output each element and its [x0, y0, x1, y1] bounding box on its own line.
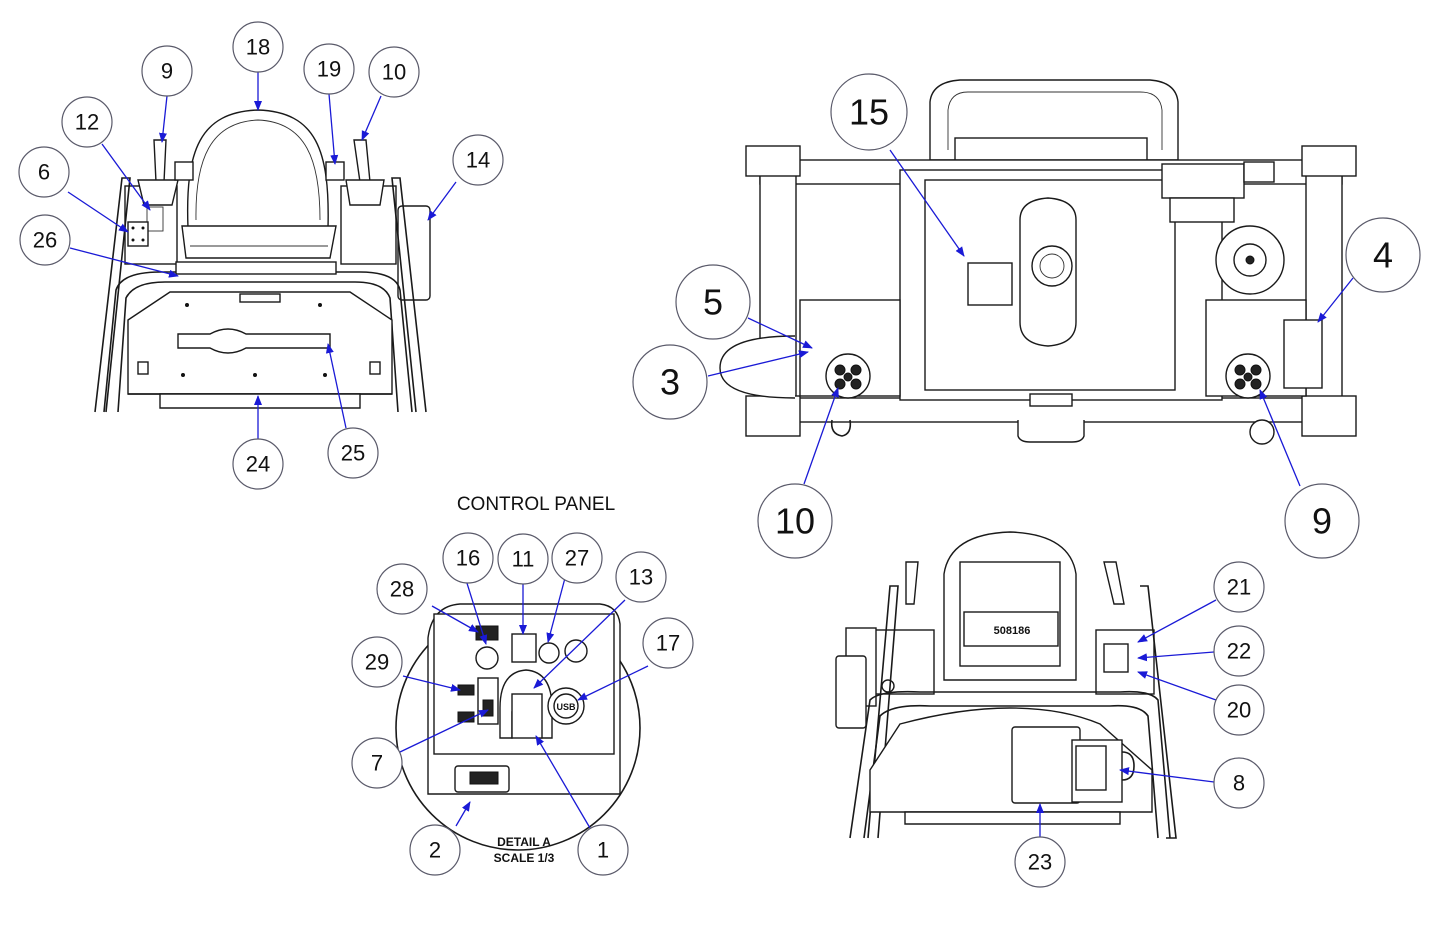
- svg-text:5: 5: [703, 282, 723, 323]
- callout-2: 2: [409, 824, 461, 876]
- callout-14: 14: [452, 134, 504, 186]
- callout-20: 20: [1213, 684, 1265, 736]
- leader-lines: [67, 72, 1354, 840]
- rear-view-drawing: 508186: [835, 531, 1177, 839]
- callout-24: 24: [232, 438, 284, 490]
- svg-text:1: 1: [597, 838, 609, 863]
- svg-text:13: 13: [629, 565, 653, 590]
- callout-28: 28: [376, 563, 428, 615]
- svg-text:20: 20: [1227, 698, 1251, 723]
- svg-text:12: 12: [75, 110, 99, 135]
- callout-7: 7: [351, 737, 403, 789]
- svg-text:23: 23: [1028, 850, 1052, 875]
- svg-text:14: 14: [466, 148, 490, 173]
- control-panel-title: CONTROL PANEL: [457, 494, 615, 515]
- detail-label: DETAIL A: [497, 835, 551, 849]
- callout-9-top: 9: [1284, 483, 1360, 559]
- callout-3: 3: [632, 344, 708, 420]
- callout-1: 1: [577, 824, 629, 876]
- callout-9-front: 9: [141, 45, 193, 97]
- svg-text:27: 27: [565, 546, 589, 571]
- svg-text:26: 26: [33, 228, 57, 253]
- svg-text:10: 10: [775, 501, 815, 542]
- svg-text:6: 6: [38, 160, 50, 185]
- callout-12: 12: [61, 96, 113, 148]
- svg-text:15: 15: [849, 92, 889, 133]
- svg-text:9: 9: [161, 59, 173, 84]
- svg-text:4: 4: [1373, 235, 1393, 276]
- callout-5: 5: [675, 264, 751, 340]
- svg-text:28: 28: [390, 577, 414, 602]
- callout-18: 18: [232, 21, 284, 73]
- svg-text:24: 24: [246, 452, 270, 477]
- front-view-drawing: [94, 109, 431, 413]
- callout-4: 4: [1345, 217, 1421, 293]
- svg-text:25: 25: [341, 441, 365, 466]
- callout-17: 17: [642, 617, 694, 669]
- seat-tag: 508186: [994, 625, 1031, 637]
- callout-10-front: 10: [368, 46, 420, 98]
- callout-29: 29: [351, 636, 403, 688]
- callout-13: 13: [615, 551, 667, 603]
- svg-text:2: 2: [429, 838, 441, 863]
- svg-text:10: 10: [382, 60, 406, 85]
- callout-6: 6: [18, 146, 70, 198]
- callout-8: 8: [1213, 757, 1265, 809]
- callout-15: 15: [830, 73, 908, 151]
- callout-19: 19: [303, 43, 355, 95]
- svg-text:16: 16: [456, 546, 480, 571]
- callout-21: 21: [1213, 561, 1265, 613]
- svg-text:8: 8: [1233, 771, 1245, 796]
- callout-10-top: 10: [757, 483, 833, 559]
- svg-text:17: 17: [656, 631, 680, 656]
- svg-text:21: 21: [1227, 575, 1251, 600]
- callout-16: 16: [442, 532, 494, 584]
- svg-text:7: 7: [371, 751, 383, 776]
- callouts: 9 18 19 10 12 14 6 26 24 25 15 4 5 3 10 …: [18, 21, 1421, 888]
- callout-22: 22: [1213, 625, 1265, 677]
- usb-label: USB: [556, 702, 576, 712]
- svg-text:19: 19: [317, 57, 341, 82]
- callout-11: 11: [497, 533, 549, 585]
- svg-text:11: 11: [512, 547, 535, 572]
- svg-text:29: 29: [365, 650, 389, 675]
- svg-text:18: 18: [246, 35, 270, 60]
- callout-27: 27: [551, 532, 603, 584]
- top-view-drawing: [719, 79, 1357, 445]
- scale-label: SCALE 1/3: [494, 851, 555, 865]
- svg-text:9: 9: [1312, 501, 1332, 542]
- callout-26: 26: [19, 214, 71, 266]
- svg-text:22: 22: [1227, 639, 1251, 664]
- callout-23: 23: [1014, 836, 1066, 888]
- callout-25: 25: [327, 427, 379, 479]
- svg-text:3: 3: [660, 362, 680, 403]
